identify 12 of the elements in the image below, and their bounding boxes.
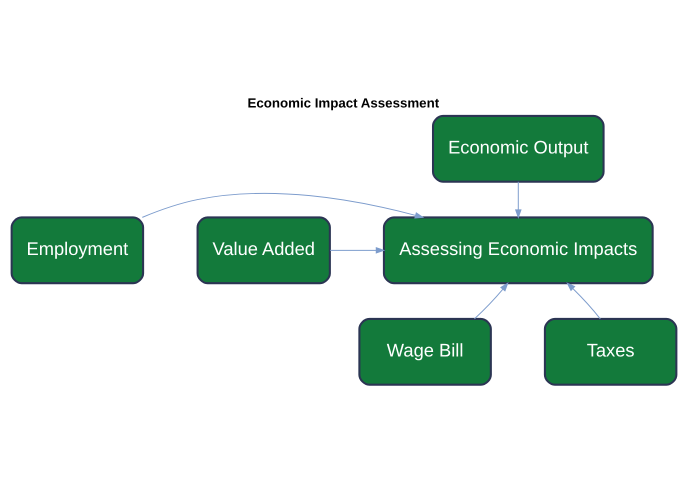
node-box: Value Added bbox=[196, 216, 331, 284]
node-box: Employment bbox=[10, 216, 144, 284]
arrow bbox=[142, 192, 424, 218]
node-box: Wage Bill bbox=[358, 318, 492, 386]
arrow bbox=[474, 282, 509, 320]
arrow bbox=[566, 282, 601, 320]
arrow bbox=[514, 181, 522, 219]
arrow bbox=[330, 247, 386, 254]
diagram-title: Economic Impact Assessment bbox=[247, 95, 440, 110]
node-box: Assessing Economic Impacts bbox=[382, 216, 654, 284]
node-box: Taxes bbox=[544, 318, 678, 386]
node-box: Economic Output bbox=[432, 114, 605, 183]
